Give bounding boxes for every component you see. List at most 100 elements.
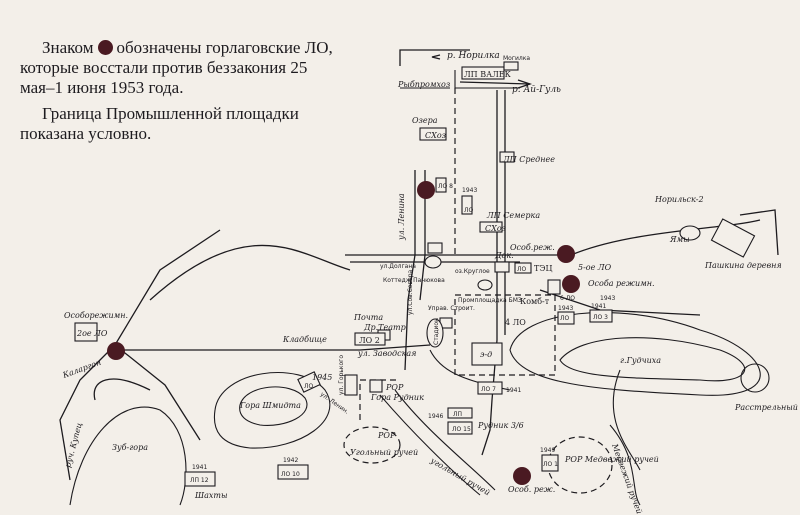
label-kotedzh: Коттедж Панюкова <box>383 277 445 284</box>
label-lo-shmidt: ЛО <box>304 383 314 390</box>
label-lp-valek: ЛП ВАЛЕК <box>464 70 512 79</box>
label-lp-mid: ЛП <box>453 411 462 418</box>
label-lo-box: ЛО <box>517 266 527 273</box>
river-arrow <box>431 54 441 60</box>
label-tets: ТЭЦ <box>534 264 552 273</box>
label-rop1: РОР <box>385 383 404 392</box>
label-lo2-left: 2ое ЛО <box>76 329 108 338</box>
label-ul-dolgan: ул.Долгана <box>380 263 416 270</box>
bld-skhoz <box>419 127 447 141</box>
road-norilsk2 <box>559 219 761 261</box>
label-1941c: 1941 <box>192 464 207 471</box>
bld-lo7 <box>477 381 503 395</box>
label-ugolny-ruchey: Угольный ручей <box>350 448 418 457</box>
label-1943b: 1943 <box>600 295 615 302</box>
bld-lo-tets <box>514 262 532 274</box>
industrial-boundary <box>454 294 556 376</box>
label-lo1: ЛО 1 <box>543 461 558 468</box>
road-ugolny2 <box>394 389 496 491</box>
label-ozera: Озера <box>412 116 438 125</box>
label-ruch-kupets: руч. Купец <box>63 421 84 468</box>
label-lo5: 5-ое ЛО <box>578 263 612 272</box>
label-osob-rezh2: Особ. реж. <box>508 485 555 494</box>
bld-pashkina <box>710 218 756 258</box>
label-promploshadka: Промплощадка БМЗ <box>458 297 522 304</box>
uprising-marker-lo6 <box>562 275 580 293</box>
label-dok: Док. <box>494 251 514 260</box>
label-oz-krugloe: оз.Круглое <box>455 268 490 275</box>
road-main-ns <box>481 90 498 456</box>
road-north <box>399 49 470 66</box>
river-medv <box>609 424 641 506</box>
contour-zub-gora <box>69 406 187 506</box>
road-norilsk2-end <box>739 209 779 256</box>
label-lo6: 6 ЛО <box>560 295 575 302</box>
label-pochta: Почта <box>353 313 383 322</box>
legend-boundary-note: Граница Промышленной площадки показана у… <box>20 104 299 143</box>
label-norilsk2: Норильск-2 <box>654 195 704 204</box>
bld-dok <box>494 261 510 273</box>
bld-stadion <box>426 318 444 348</box>
zone-rop-rudnik <box>359 379 400 420</box>
bld-lo15 <box>447 421 473 435</box>
bld-small1 <box>461 195 473 215</box>
label-rop-medv: РОР Медвежий ручей <box>564 455 659 464</box>
road-nw <box>114 229 221 346</box>
road-kupets <box>59 344 116 481</box>
bld-round1 <box>424 255 442 269</box>
label-rudnik36: Рудник 3/6 <box>477 421 524 430</box>
label-ul-sov: ул.Сов.Севера <box>407 269 414 315</box>
label-gora-shmidta: Гора Шмидта <box>239 401 301 410</box>
contour-gudchikha-inner <box>559 337 746 382</box>
label-lo4: 4 ЛО <box>505 318 526 327</box>
label-lo-small: ЛО <box>560 315 570 322</box>
bld-lo-shmidt <box>297 371 321 393</box>
label-lo15: ЛО 15 <box>452 426 471 433</box>
contour-karyer <box>740 363 770 393</box>
bld-round2 <box>477 279 493 291</box>
label-mogilka: Могилка <box>503 55 530 62</box>
bld-lo10 <box>277 464 309 480</box>
bld-center1 <box>427 242 443 254</box>
bld-lp-mid <box>447 407 473 419</box>
bld-rop1 <box>369 379 383 393</box>
uprising-marker-icon <box>97 40 113 55</box>
label-yamy: Ямы <box>669 235 690 244</box>
bld-lo2-left <box>74 322 98 342</box>
contour-shmidta-inner <box>239 386 308 426</box>
label-ed: э-д <box>480 350 492 359</box>
label-zub-gora: Зуб-гора <box>112 443 148 452</box>
label-ul-gorkogo: ул. Горького <box>338 355 345 395</box>
label-osoba-rezhim: Особа режимн. <box>588 279 655 288</box>
legend-text-after: обозначены горлаговские ЛО, которые восс… <box>20 38 333 97</box>
label-osoborezhimn: Особорежимн. <box>64 311 128 320</box>
road-ugolny <box>379 394 481 496</box>
bld-lo-a <box>557 311 575 325</box>
label-1942: 1942 <box>283 457 298 464</box>
label-lo-ruc: ЛО <box>464 207 474 214</box>
street-lenina <box>404 170 416 371</box>
road-sw <box>114 344 201 441</box>
bld-srednee <box>499 151 515 163</box>
label-rop2: РОР <box>377 431 396 440</box>
uprising-marker-kalargon <box>107 342 125 360</box>
label-lo7: ЛО 7 <box>481 386 496 393</box>
label-lo10: ЛО 10 <box>281 471 300 478</box>
label-1943a: 1943 <box>558 305 573 312</box>
label-skhoz: СХоз <box>425 131 446 140</box>
label-ul-zavodskaya: ул. Заводская <box>357 349 416 358</box>
label-1941a: 1941 <box>591 303 606 310</box>
bld-ed <box>471 342 503 366</box>
label-stadion: Стадион <box>433 318 440 345</box>
label-dr-teatr: Др.Театр <box>363 323 406 332</box>
label-kombinat: Комб-т <box>520 297 550 306</box>
contour-shmidta-outer <box>213 372 331 449</box>
uprising-marker-lo8 <box>417 181 435 199</box>
aigul-arrow <box>517 79 533 89</box>
label-1946: 1946 <box>428 413 443 420</box>
label-rasstrel: Расстрельный карьер <box>734 403 800 412</box>
label-1945: 1945 <box>312 373 332 382</box>
